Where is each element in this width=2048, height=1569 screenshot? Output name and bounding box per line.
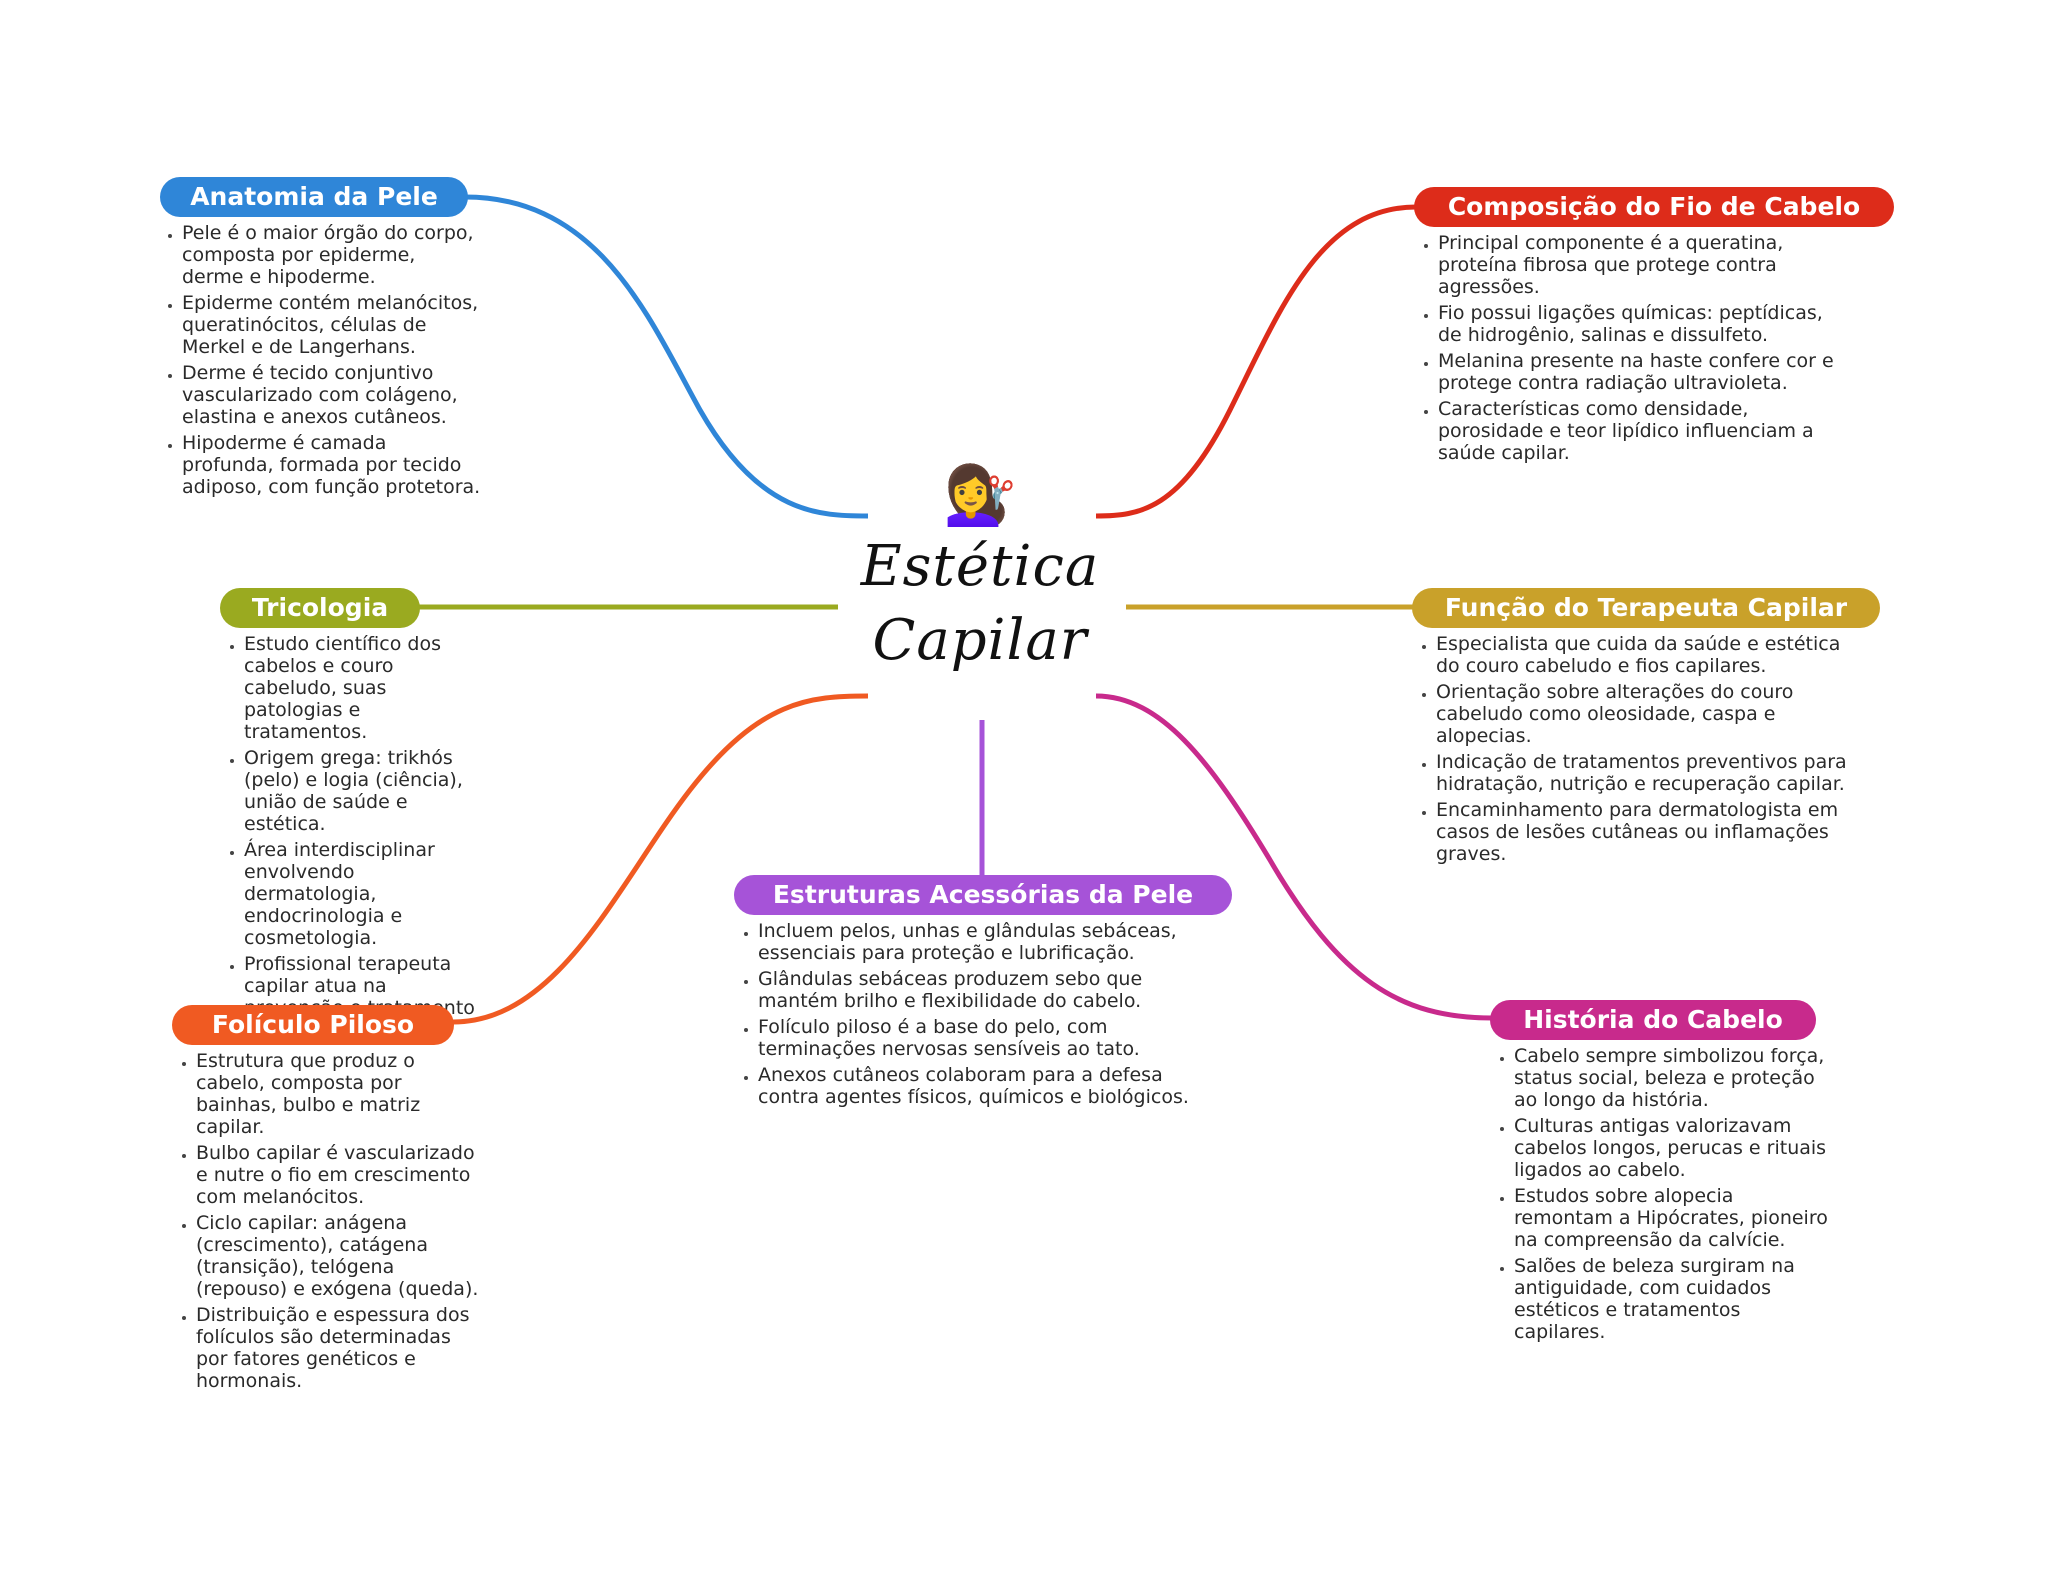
central-title-line2: Capilar [872, 608, 1088, 673]
connector-historia [1095, 693, 1493, 1021]
list-item: Encaminhamento para dermatologista em ca… [1436, 799, 1856, 865]
branch-list-estruturas: Incluem pelos, unhas e glândulas sebácea… [734, 920, 1194, 1112]
branch-title-composicao: Composição do Fio de Cabelo [1414, 187, 1894, 227]
list-item: Orientação sobre alterações do couro cab… [1436, 681, 1856, 747]
list-item: Derme é tecido conjuntivo vascularizado … [182, 362, 482, 428]
list-item: Melanina presente na haste confere cor e… [1438, 350, 1838, 394]
list-item: Fio possui ligações químicas: peptídicas… [1438, 302, 1838, 346]
list-item: Incluem pelos, unhas e glândulas sebácea… [758, 920, 1194, 964]
branch-title-anatomia: Anatomia da Pele [160, 177, 468, 217]
branch-list-foliculo: Estrutura que produz o cabelo, composta … [172, 1050, 480, 1396]
list-item: Estudo científico dos cabelos e couro ca… [244, 633, 480, 743]
branch-list-tricologia: Estudo científico dos cabelos e couro ca… [220, 633, 480, 1045]
list-item: Culturas antigas valorizavam cabelos lon… [1514, 1115, 1830, 1181]
branch-list-composicao: Principal componente é a queratina, prot… [1414, 232, 1838, 468]
connector-anatomia [464, 194, 869, 519]
central-topic: 💇‍♀️ Estética Capilar [860, 460, 1100, 700]
list-item: Salões de beleza surgiram na antiguidade… [1514, 1255, 1830, 1343]
list-item: Bulbo capilar é vascularizado e nutre o … [196, 1142, 480, 1208]
branch-title-tricologia: Tricologia [220, 588, 420, 628]
branch-title-foliculo: Folículo Piloso [172, 1005, 454, 1045]
branch-title-estruturas: Estruturas Acessórias da Pele [734, 875, 1232, 915]
branch-title-historia: História do Cabelo [1490, 1000, 1816, 1040]
list-item: Ciclo capilar: anágena (crescimento), ca… [196, 1212, 480, 1300]
person-getting-haircut-icon: 💇‍♀️ [943, 461, 1017, 529]
list-item: Indicação de tratamentos preventivos par… [1436, 751, 1856, 795]
list-item: Área interdisciplinar envolvendo dermato… [244, 839, 480, 949]
list-item: Pele é o maior órgão do corpo, composta … [182, 222, 482, 288]
branch-title-funcao: Função do Terapeuta Capilar [1412, 588, 1880, 628]
list-item: Estudos sobre alopecia remontam a Hipócr… [1514, 1185, 1830, 1251]
list-item: Estrutura que produz o cabelo, composta … [196, 1050, 480, 1138]
branch-list-historia: Cabelo sempre simbolizou força, status s… [1490, 1045, 1830, 1347]
connector-foliculo [452, 693, 869, 1025]
list-item: Hipoderme é camada profunda, formada por… [182, 432, 482, 498]
branch-list-anatomia: Pele é o maior órgão do corpo, composta … [158, 222, 482, 502]
connector-composicao [1095, 204, 1417, 519]
list-item: Folículo piloso é a base do pelo, com te… [758, 1016, 1194, 1060]
list-item: Origem grega: trikhós (pelo) e logia (ci… [244, 747, 480, 835]
list-item: Cabelo sempre simbolizou força, status s… [1514, 1045, 1830, 1111]
central-title-line1: Estética [860, 534, 1100, 599]
list-item: Epiderme contém melanócitos, queratinóci… [182, 292, 482, 358]
list-item: Anexos cutâneos colaboram para a defesa … [758, 1064, 1194, 1108]
list-item: Distribuição e espessura dos folículos s… [196, 1304, 480, 1392]
branch-list-funcao: Especialista que cuida da saúde e estéti… [1412, 633, 1856, 869]
list-item: Características como densidade, porosida… [1438, 398, 1838, 464]
list-item: Glândulas sebáceas produzem sebo que man… [758, 968, 1194, 1012]
list-item: Principal componente é a queratina, prot… [1438, 232, 1838, 298]
list-item: Especialista que cuida da saúde e estéti… [1436, 633, 1856, 677]
